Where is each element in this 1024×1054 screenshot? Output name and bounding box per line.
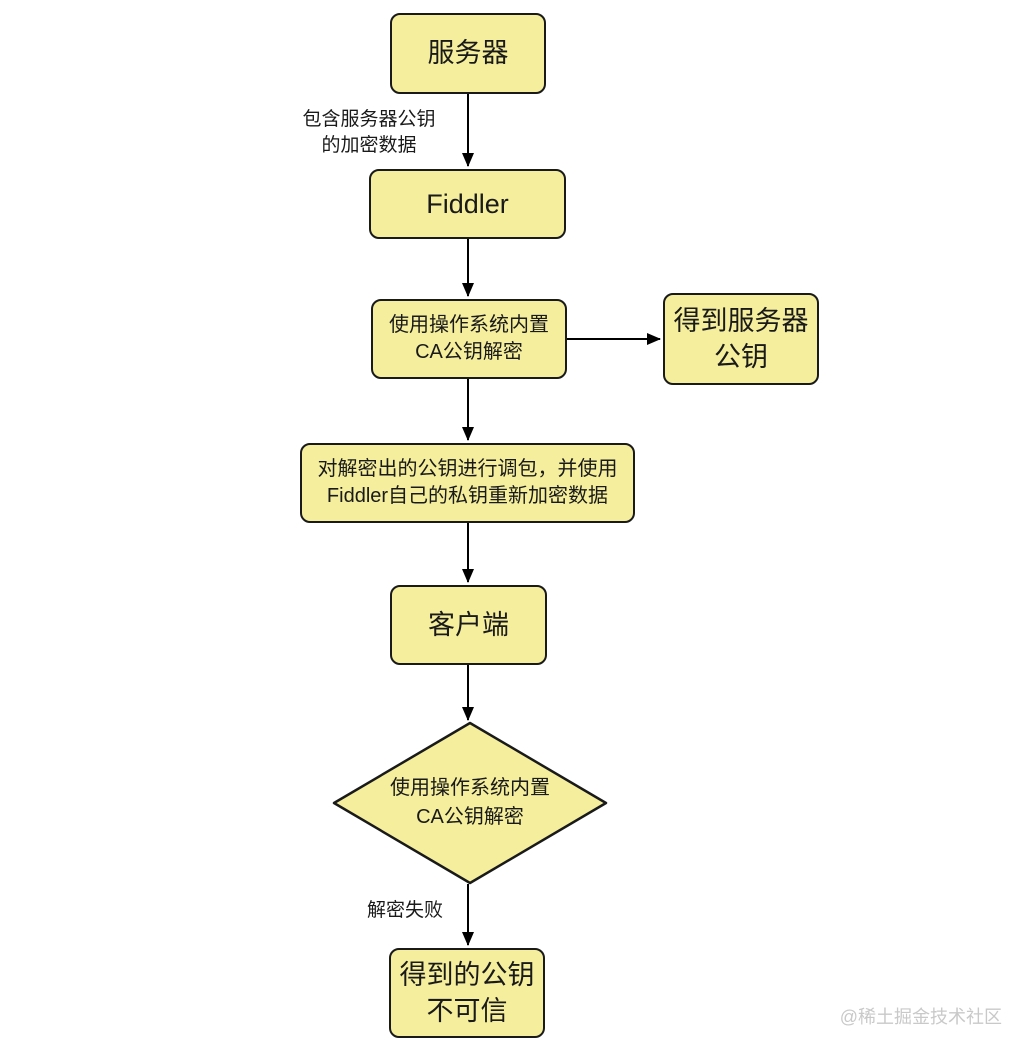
node-swap-key-reencrypt: 对解密出的公钥进行调包，并使用 Fiddler自己的私钥重新加密数据 — [300, 443, 635, 523]
node-got-server-public-key: 得到服务器 公钥 — [663, 293, 819, 385]
edge-label-encrypted-data: 包含服务器公钥 的加密数据 — [302, 109, 436, 156]
node-client: 客户端 — [390, 585, 547, 665]
watermark-juejin: @稀土掘金技术社区 — [839, 1007, 1002, 1027]
node-client-decrypt-diamond — [332, 721, 608, 885]
node-server: 服务器 — [390, 13, 546, 94]
node-fiddler: Fiddler — [369, 169, 566, 239]
node-public-key-untrusted: 得到的公钥 不可信 — [389, 948, 545, 1038]
edge-label-decrypt-fail: 解密失败 — [366, 900, 443, 921]
node-decrypt-with-os-ca: 使用操作系统内置 CA公钥解密 — [371, 299, 567, 379]
